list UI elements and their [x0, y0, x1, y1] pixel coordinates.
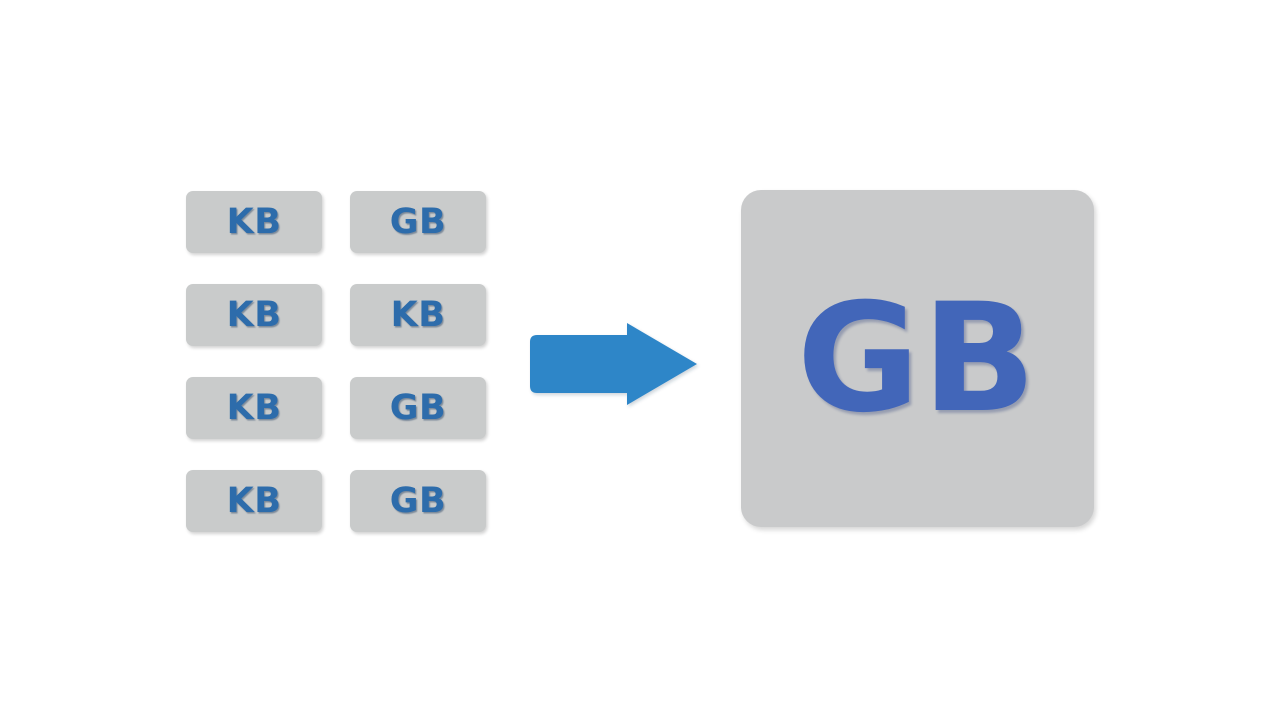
unit-tile-r1c1[interactable]: KB [186, 191, 322, 253]
unit-tile-label: KB [226, 201, 282, 242]
unit-tile-r4c1[interactable]: KB [186, 470, 322, 532]
target-unit-label: GB [796, 271, 1039, 446]
unit-tile-r2c1[interactable]: KB [186, 284, 322, 346]
unit-tile-label: KB [390, 294, 446, 335]
unit-tile-r2c2[interactable]: KB [350, 284, 486, 346]
source-unit-grid: KB GB KB KB KB GB KB GB [186, 191, 486, 532]
unit-tile-r4c2[interactable]: GB [350, 470, 486, 532]
unit-tile-r3c1[interactable]: KB [186, 377, 322, 439]
unit-tile-label: KB [226, 294, 282, 335]
unit-tile-label: GB [389, 387, 447, 428]
target-unit-box[interactable]: GB [741, 190, 1094, 527]
unit-tile-label: GB [389, 201, 447, 242]
right-arrow-icon [530, 323, 697, 405]
unit-tile-r3c2[interactable]: GB [350, 377, 486, 439]
unit-tile-label: GB [389, 480, 447, 521]
unit-tile-label: KB [226, 480, 282, 521]
unit-tile-r1c2[interactable]: GB [350, 191, 486, 253]
unit-tile-label: KB [226, 387, 282, 428]
